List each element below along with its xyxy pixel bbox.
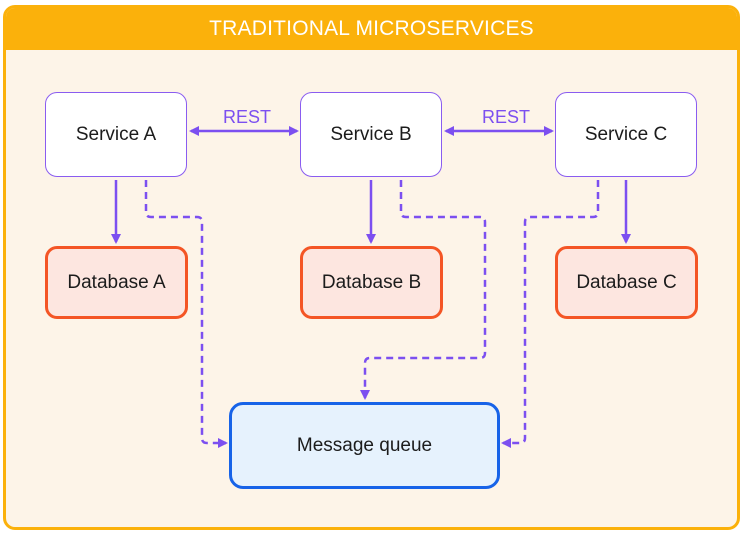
- service-a-node[interactable]: Service A: [45, 92, 187, 177]
- database-c-label: Database C: [576, 271, 677, 293]
- database-b-label: Database B: [321, 271, 422, 293]
- message-queue-node[interactable]: Message queue: [229, 402, 500, 489]
- database-a-label: Database A: [67, 271, 166, 293]
- service-a-label: Service A: [75, 123, 157, 145]
- diagram-title: TRADITIONAL MICROSERVICES: [6, 8, 737, 50]
- rest-label-a-b: REST: [222, 107, 271, 127]
- service-b-node[interactable]: Service B: [300, 92, 442, 177]
- service-b-label: Service B: [330, 123, 412, 145]
- service-c-node[interactable]: Service C: [555, 92, 697, 177]
- database-b-node[interactable]: Database B: [300, 246, 443, 319]
- database-a-node[interactable]: Database A: [45, 246, 188, 319]
- service-c-label: Service C: [584, 123, 668, 145]
- rest-label-b-c: REST: [481, 107, 530, 127]
- database-c-node[interactable]: Database C: [555, 246, 698, 319]
- message-queue-label: Message queue: [296, 434, 433, 456]
